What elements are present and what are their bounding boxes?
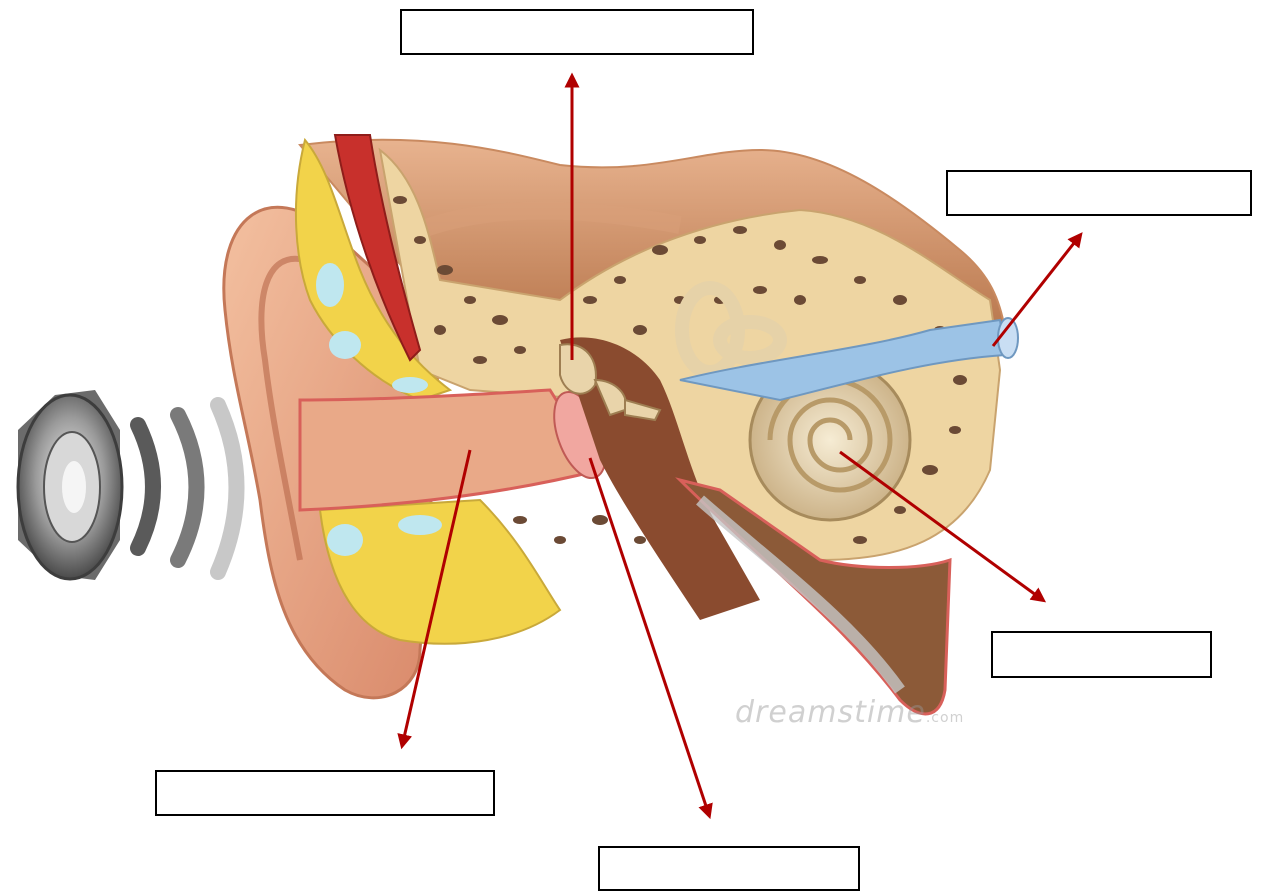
watermark-main: dreamstime xyxy=(735,695,926,730)
label-box-bottom-center[interactable] xyxy=(598,846,860,891)
speaker-icon xyxy=(18,390,122,580)
label-box-right[interactable] xyxy=(946,170,1252,216)
arrow-to-right-label xyxy=(993,238,1078,346)
label-box-bottom-left[interactable] xyxy=(155,770,495,816)
watermark: dreamstime.com xyxy=(735,695,964,730)
label-box-middle-right[interactable] xyxy=(991,631,1212,678)
sound-waves xyxy=(138,405,237,572)
watermark-suffix: .com xyxy=(926,710,964,726)
label-box-top[interactable] xyxy=(400,9,754,55)
